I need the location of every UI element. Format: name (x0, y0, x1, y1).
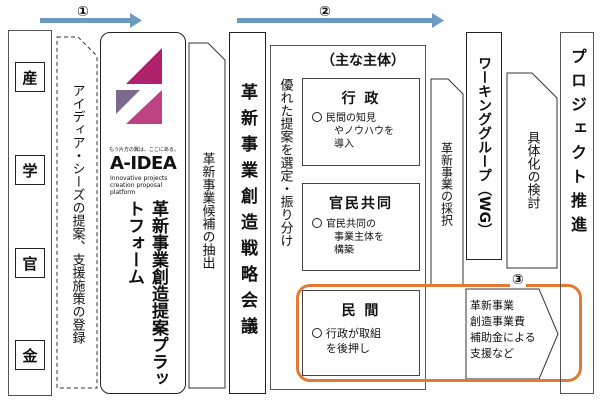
selection-text: 優れた提案を選定・振り分け (277, 78, 293, 247)
actor-box-private (302, 290, 420, 376)
idea-registration-text: アイディア・シーズの提案、支援施策の登録 (69, 84, 85, 344)
platform-box (100, 32, 186, 394)
stage1-arrow (40, 13, 142, 28)
selection-box (270, 45, 426, 390)
platform-title: 革新事業創造提案プラットフォーム (124, 200, 168, 387)
actor-box-government (302, 78, 420, 166)
working-group-text: ワーキンググループ（WG） (476, 55, 492, 237)
actor-note-government: 民間の知見 やノウハウを 導入 (312, 112, 416, 151)
actor-title-government: 行 政 (341, 91, 381, 107)
council-box: 革新事業創造戦略会議 (229, 32, 266, 394)
actor-note-private: 行政が取組 を後押し (312, 326, 416, 356)
sector-column (8, 30, 52, 396)
stage2-label: ② (319, 4, 331, 20)
sector-academia: 学 (15, 155, 45, 185)
bullet-icon (312, 218, 322, 228)
logo-subtitle: Innovative projects creation proposal pl… (110, 175, 168, 196)
a-idea-logo-mark (116, 48, 162, 124)
stage1-label: ① (77, 4, 89, 20)
stage3-highlight (296, 284, 582, 382)
project-text: プロジェクト推進 (568, 48, 587, 240)
stage3-label: ③ (510, 272, 526, 288)
bullet-icon (312, 328, 322, 338)
candidate-arrow-shape (188, 42, 226, 389)
logo-name: A-IDEA (110, 153, 177, 174)
sector-government: 官 (15, 248, 45, 278)
main-actors-heading: （主な主体） (321, 53, 405, 69)
concretize-text: 具体化の検討 (524, 131, 540, 209)
sector-industry: 産 (15, 62, 45, 92)
subsidy-arrow-shape (465, 288, 559, 380)
stage2-arrow (237, 13, 444, 28)
actor-title-joint: 官民共同 (329, 196, 393, 212)
project-box (560, 32, 594, 394)
council-text: 革新事業創造戦略会議 (237, 83, 257, 343)
working-group-box: ワーキンググループ（WG） (466, 32, 502, 260)
actor-note-joint: 官民共同の 事業主体を 構築 (312, 218, 416, 257)
actor-box-joint (302, 183, 420, 271)
adoption-text: 革新事業の採択 (439, 142, 454, 226)
bullet-icon (312, 112, 322, 122)
logo-tagline: もう片方の翼は、ここにある。 (109, 147, 179, 153)
actor-title-private: 民 間 (341, 303, 381, 319)
subsidy-text: 革新事業 創造事業費 補助金による 支援など (470, 299, 536, 360)
idea-arrow-shape (56, 36, 98, 389)
candidate-extraction-text: 革新事業候補の抽出 (199, 151, 215, 269)
concretize-arrow-shape (506, 72, 558, 269)
header-arrows (40, 13, 444, 28)
sector-finance: 金 (15, 340, 45, 370)
